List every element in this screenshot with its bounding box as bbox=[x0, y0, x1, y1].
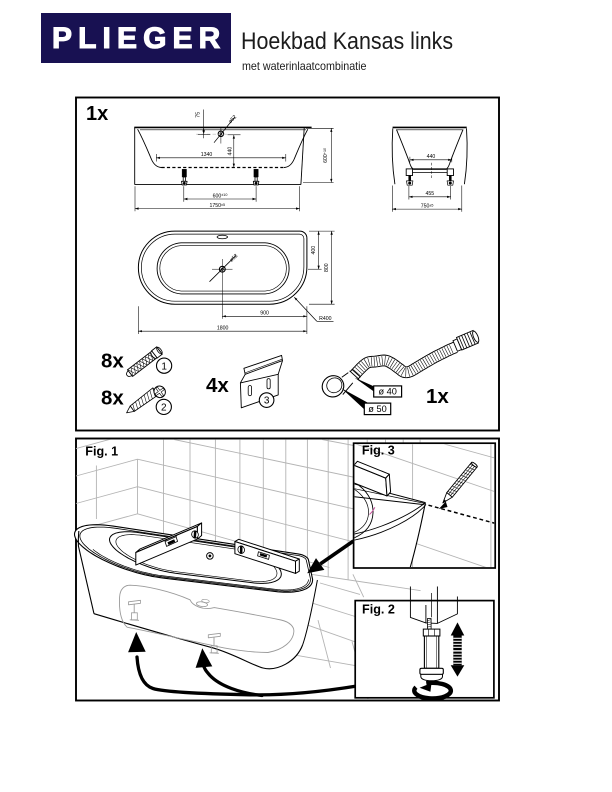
svg-text:1x: 1x bbox=[426, 385, 449, 408]
svg-text:600±10: 600±10 bbox=[213, 193, 228, 199]
svg-text:Fig. 1: Fig. 1 bbox=[85, 444, 118, 458]
svg-text:R400: R400 bbox=[319, 316, 332, 322]
svg-text:75: 75 bbox=[196, 112, 202, 118]
svg-text:4x: 4x bbox=[206, 374, 229, 397]
svg-text:1x: 1x bbox=[86, 103, 108, 125]
svg-text:ø 40: ø 40 bbox=[379, 387, 397, 397]
svg-text:800: 800 bbox=[324, 263, 330, 272]
svg-text:440: 440 bbox=[228, 147, 234, 156]
svg-text:750±5: 750±5 bbox=[421, 203, 434, 209]
svg-text:Fig. 2: Fig. 2 bbox=[362, 603, 395, 617]
svg-text:8x: 8x bbox=[101, 349, 124, 372]
svg-text:455: 455 bbox=[425, 191, 434, 197]
svg-text:600+10: 600+10 bbox=[323, 148, 329, 163]
svg-text:1: 1 bbox=[161, 361, 167, 372]
svg-text:2: 2 bbox=[161, 403, 167, 414]
svg-text:ø52: ø52 bbox=[229, 253, 240, 264]
svg-text:1340: 1340 bbox=[201, 152, 213, 158]
svg-text:3: 3 bbox=[264, 396, 270, 407]
svg-text:900: 900 bbox=[260, 311, 269, 317]
svg-text:Fig. 3: Fig. 3 bbox=[362, 444, 395, 458]
svg-text:1750±5: 1750±5 bbox=[209, 203, 225, 209]
svg-text:8x: 8x bbox=[101, 387, 124, 410]
svg-text:1800: 1800 bbox=[217, 326, 229, 332]
svg-text:ø52: ø52 bbox=[228, 114, 239, 125]
svg-text:440: 440 bbox=[427, 154, 436, 160]
svg-text:ø 50: ø 50 bbox=[368, 404, 386, 414]
svg-text:400: 400 bbox=[311, 246, 317, 255]
